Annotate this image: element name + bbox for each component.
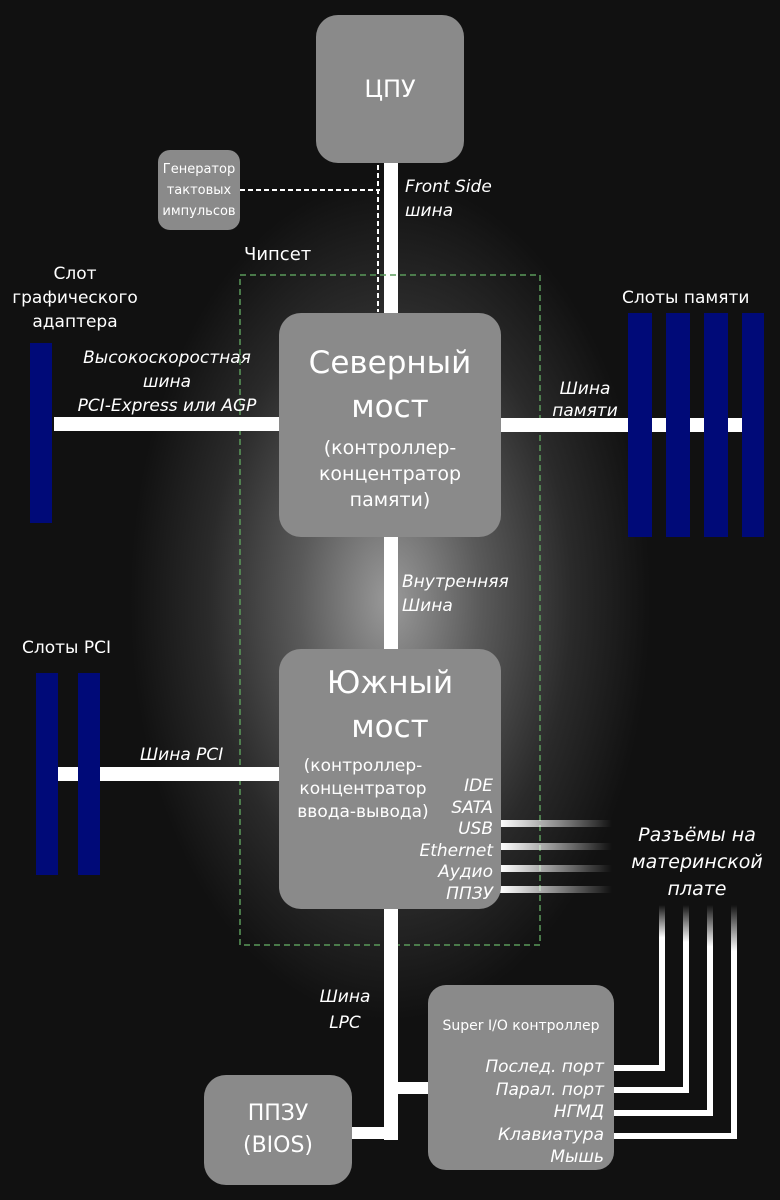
internal-line (384, 535, 398, 650)
pci-line-over (58, 767, 78, 781)
clock-generator-box: Генератор тактовых импульсов (158, 150, 240, 230)
north-sub: концентратор (318, 463, 462, 485)
lpc-to-superio (384, 1082, 430, 1094)
lpc-to-bios (352, 1127, 398, 1139)
sio-wire (612, 905, 689, 1093)
south-sub: концентратор (299, 779, 427, 799)
memory-slot (742, 313, 764, 537)
clock-label: тактовых (166, 182, 232, 198)
sio-wire (612, 905, 713, 1116)
sio-wire (612, 905, 665, 1071)
south-sub: (контроллер- (303, 756, 423, 776)
port-line (500, 843, 612, 850)
sio-wire (612, 905, 737, 1139)
memory-slots-label: Слоты памяти (622, 288, 750, 308)
south-port: IDE (464, 776, 493, 796)
pci-slot (36, 673, 58, 875)
port-line (500, 865, 612, 872)
clock-label: Генератор (162, 161, 236, 177)
mem-line-over (652, 418, 666, 432)
south-port: ППЗУ (446, 883, 493, 904)
super-io-box: Super I/O контроллер Послед. порт Парал.… (428, 985, 614, 1170)
mem-line-over (728, 418, 742, 432)
super-io-title: Super I/O контроллер (442, 1018, 600, 1034)
memory-slot (628, 313, 652, 537)
south-sub: ввода-вывода) (297, 802, 429, 822)
south-title: мост (351, 709, 429, 745)
pci-slots-label: Слоты PCI (22, 638, 112, 658)
clock-label: импульсов (162, 203, 236, 219)
super-io-port: Парал. порт (495, 1079, 604, 1100)
north-bridge-box: Северный мост (контроллер- концентратор … (279, 313, 501, 537)
pci-slot (78, 673, 100, 875)
fsb-line (384, 160, 398, 316)
pcie-line (54, 417, 280, 431)
chipset-label: Чипсет (244, 244, 312, 265)
super-io-port: Мышь (550, 1147, 604, 1167)
north-sub: (контроллер- (323, 437, 457, 459)
south-port: USB (458, 819, 493, 839)
south-bridge-box: Южный мост (контроллер- концентратор вво… (279, 649, 501, 909)
south-port: Аудио (438, 862, 493, 882)
south-port: Ethernet (419, 840, 493, 861)
super-io-port: Клавиатура (497, 1124, 604, 1145)
bios-label: (BIOS) (242, 1133, 314, 1158)
super-io-port: Послед. порт (485, 1057, 604, 1077)
bios-label: ППЗУ (247, 1101, 309, 1126)
memory-slot (704, 313, 728, 537)
south-port: SATA (451, 797, 493, 818)
pci-bus-label: Шина PCI (140, 745, 224, 765)
mem-line-over (690, 418, 704, 432)
pci-line (58, 767, 280, 781)
memory-slot (666, 313, 690, 537)
lpc-line (384, 908, 398, 1140)
cpu-label: ЦПУ (364, 75, 416, 103)
port-line (500, 820, 612, 827)
bios-box: ППЗУ (BIOS) (204, 1075, 352, 1185)
super-io-port: НГМД (553, 1102, 604, 1122)
north-title: мост (351, 389, 429, 425)
port-line (500, 886, 612, 893)
north-title: Северный (308, 345, 472, 381)
south-title: Южный (326, 665, 454, 701)
cpu-box: ЦПУ (316, 15, 464, 163)
north-sub: памяти) (349, 489, 431, 511)
gpu-slot (30, 343, 52, 523)
